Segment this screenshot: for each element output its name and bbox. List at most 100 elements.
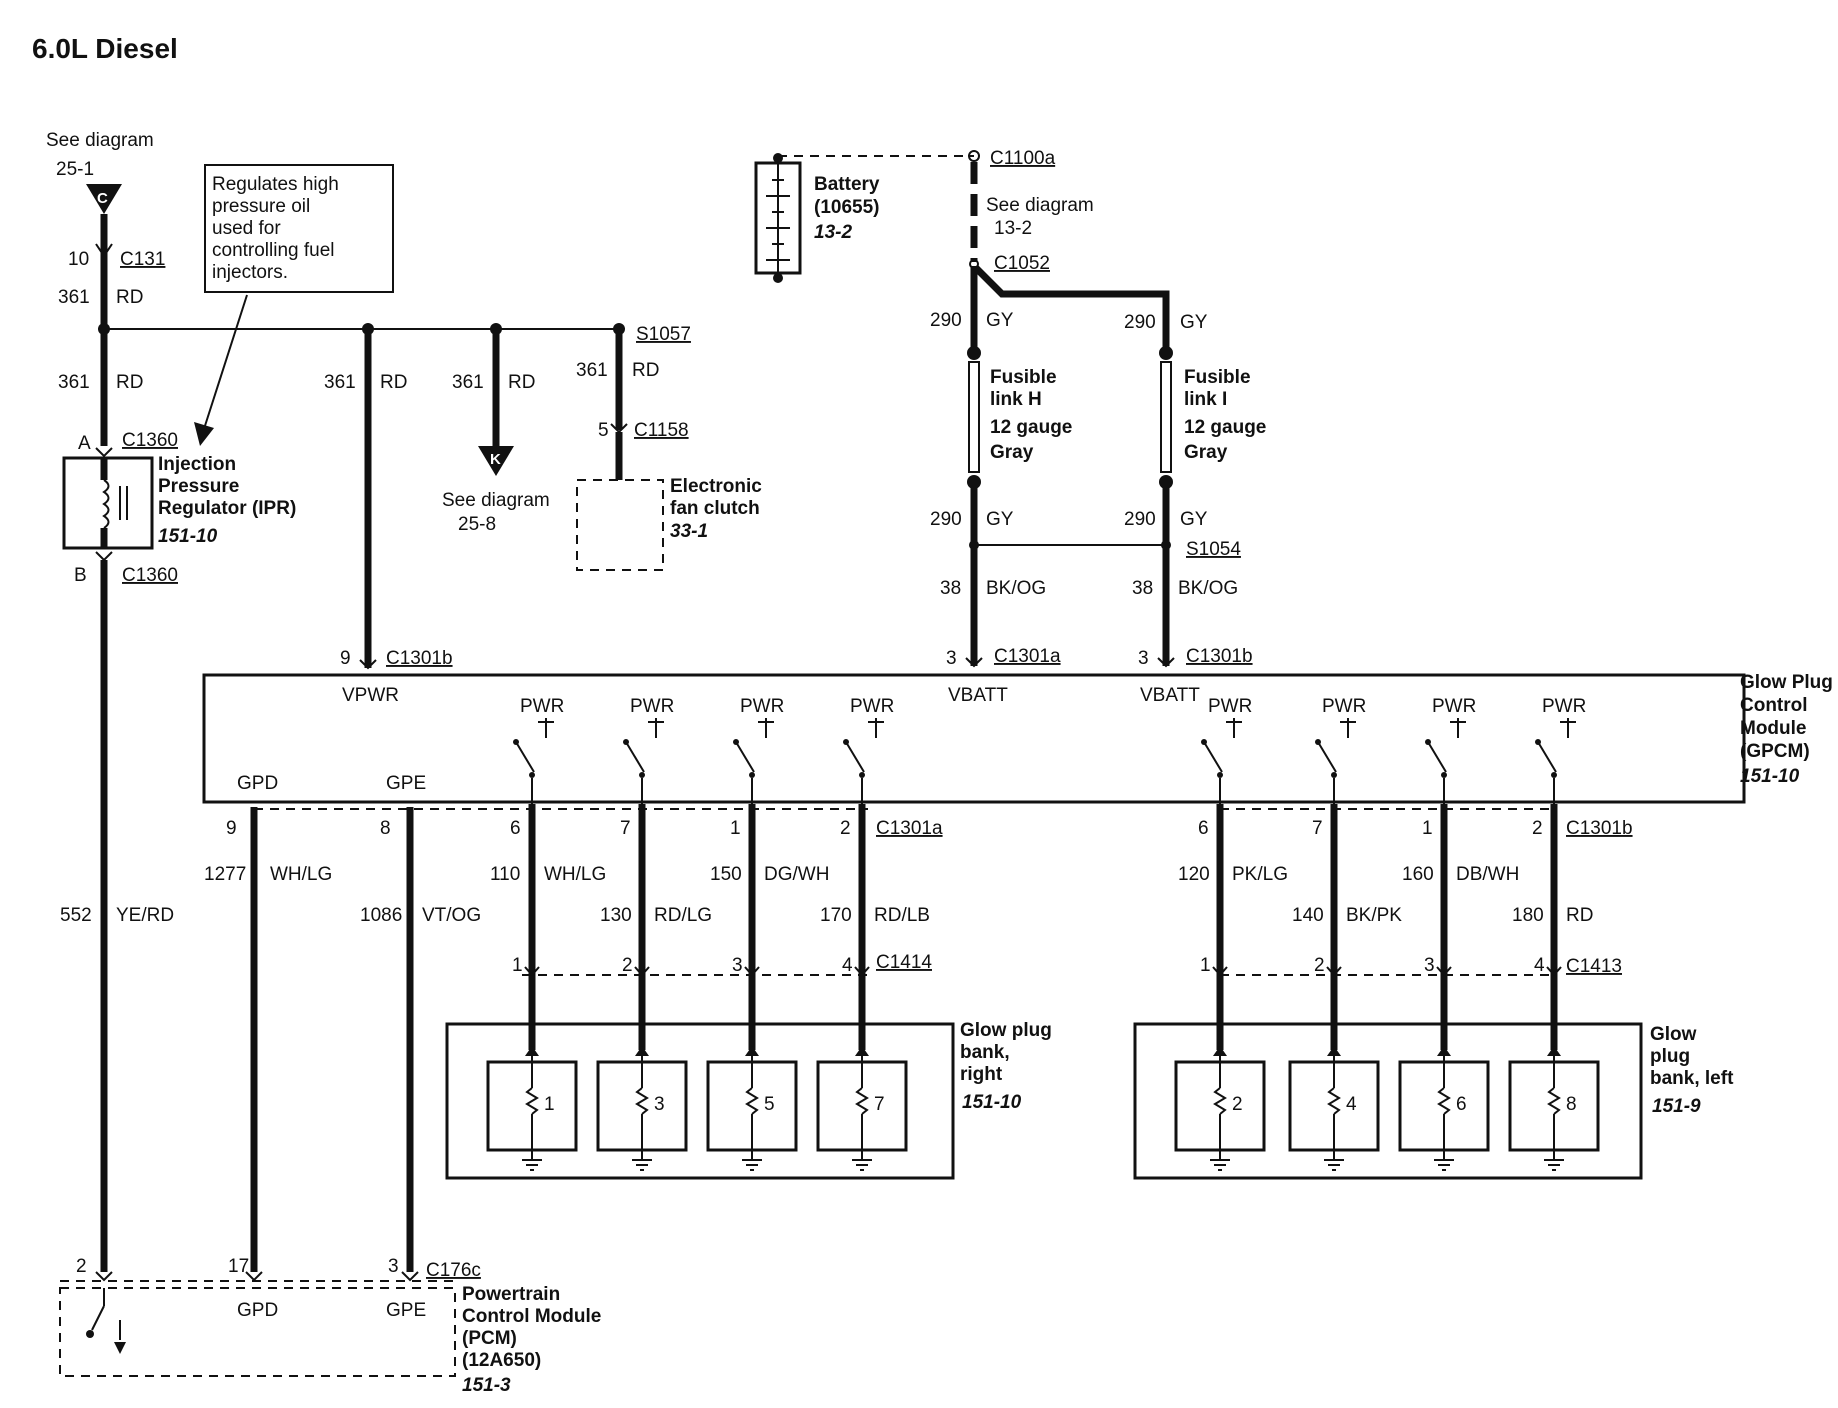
- pcm-module: GPD GPE Powertrain Control Module (PCM) …: [59, 1284, 601, 1396]
- wire-pin-top: 2: [840, 818, 851, 839]
- w290-color-3: GY: [986, 509, 1014, 530]
- pwr-label: PWR: [630, 696, 674, 717]
- bank-right-name-3: right: [960, 1064, 1003, 1085]
- pwr-label: PWR: [850, 696, 894, 717]
- pwr-label: PWR: [740, 696, 784, 717]
- ipr-note-line-3: used for: [212, 218, 281, 239]
- fan-name-1: Electronic: [670, 476, 762, 497]
- pcm-pin-3: 3: [388, 1256, 399, 1277]
- s1054-label: S1054: [1186, 539, 1241, 560]
- c131-label: C131: [120, 249, 165, 270]
- pwr-switch-icon: [735, 741, 755, 773]
- pcm-name-2: Control Module: [462, 1306, 601, 1327]
- wire-circuit: 150: [710, 864, 742, 885]
- wire-circuit: 170: [820, 905, 852, 926]
- c-ref-label: See diagram: [46, 130, 154, 151]
- w290-circuit-4: 290: [1124, 509, 1156, 530]
- gpcm-ref: 151-10: [1740, 766, 1800, 787]
- switch-contact: [1217, 772, 1223, 778]
- glow-plug-number: 6: [1456, 1094, 1467, 1115]
- pwr-label: PWR: [1432, 696, 1476, 717]
- glow-plug-bank-right-box: [445, 1022, 955, 1180]
- wire-pin-top: 7: [1312, 818, 1323, 839]
- c176c-label: C176c: [426, 1260, 481, 1281]
- glow-plug-number: 1: [544, 1094, 555, 1115]
- wire-color: DG/WH: [764, 864, 829, 885]
- pwr-label: PWR: [1208, 696, 1252, 717]
- battery-name-1: Battery: [814, 174, 880, 195]
- bat-see-number: 13-2: [994, 218, 1032, 239]
- gpcm-vpwr: VPWR: [342, 685, 399, 706]
- wire-pin-top: 2: [1532, 818, 1543, 839]
- pcm-pin-2: 2: [76, 1256, 87, 1277]
- wire-pin-bottom: 2: [622, 955, 633, 976]
- wire-pin-top: 7: [620, 818, 631, 839]
- pcm-ground-icon: [114, 1342, 126, 1354]
- battery: Battery (10655) 13-2: [754, 153, 974, 283]
- vbatt-pin-a: 3: [946, 648, 957, 669]
- wire-pin-top: 6: [510, 818, 521, 839]
- wire-pin-bottom: 3: [1424, 955, 1435, 976]
- fl-h-3: 12 gauge: [990, 417, 1072, 438]
- wire-circuit: 180: [1512, 905, 1544, 926]
- pwr-switch-icon: [845, 741, 865, 773]
- pcm-pin-17: 17: [228, 1256, 249, 1277]
- connector-mark: [524, 966, 540, 977]
- w290-color-1: GY: [986, 310, 1014, 331]
- w552-circuit: 552: [60, 905, 92, 926]
- wire-pin-top: 1: [1422, 818, 1433, 839]
- gpd-pin-top: 9: [226, 818, 237, 839]
- gpcm-gpd: GPD: [237, 773, 278, 794]
- glow-plug-element-icon: [1437, 1087, 1451, 1115]
- pcm-name-4: (12A650): [462, 1350, 541, 1371]
- switch-contact: [859, 772, 865, 778]
- wire-color: PK/LG: [1232, 864, 1288, 885]
- gpcm-name-2: Control: [1740, 695, 1808, 716]
- w361-circuit-3: 361: [324, 372, 356, 393]
- ipr-pin-b: B: [74, 565, 87, 586]
- pwr-switch-icon: [1537, 741, 1557, 773]
- switch-contact: [529, 772, 535, 778]
- c-ref-arrow-icon: [86, 184, 122, 214]
- pwr-switch-icon: [1203, 741, 1223, 773]
- c1100a-terminal: [968, 150, 980, 162]
- w361-color-1: RD: [116, 287, 143, 308]
- gpcm-name-1: Glow Plug: [1740, 672, 1833, 693]
- wire-circuit: 120: [1178, 864, 1210, 885]
- fan-clutch-box: [576, 479, 664, 571]
- glow-plug-element-icon: [855, 1087, 869, 1115]
- vbatt-conn-b: C1301b: [1186, 646, 1253, 667]
- pwr-switch-icon: [625, 741, 645, 773]
- fl-i-2: link I: [1184, 389, 1227, 410]
- wire-color: DB/WH: [1456, 864, 1519, 885]
- pcm-ref: 151-3: [462, 1375, 511, 1396]
- c-reference: See diagram 25-1 C: [46, 130, 154, 214]
- wire-color: RD/LG: [654, 905, 712, 926]
- w361-circuit-5: 361: [576, 360, 608, 381]
- pcm-name-1: Powertrain: [462, 1284, 560, 1305]
- connector-mark: [1546, 966, 1562, 977]
- ipr-name-1: Injection: [158, 454, 236, 475]
- w1086-circuit: 1086: [360, 905, 402, 926]
- pwr-switch-icon: [515, 741, 535, 773]
- w1277-color: WH/LG: [270, 864, 332, 885]
- fl-i-1: Fusible: [1184, 367, 1251, 388]
- gpcm-gpe: GPE: [386, 773, 426, 794]
- c1413-label: C1413: [1566, 956, 1622, 977]
- c1414-label: C1414: [876, 952, 932, 973]
- pwr-label: PWR: [520, 696, 564, 717]
- ipr-pin-a: A: [78, 433, 91, 454]
- w38-color-1: BK/OG: [986, 578, 1046, 599]
- ipr-ref: 151-10: [158, 526, 218, 547]
- ipr-name-3: Regulator (IPR): [158, 498, 296, 519]
- pwr-label: PWR: [1542, 696, 1586, 717]
- wire-color: WH/LG: [544, 864, 606, 885]
- gpe-pin-top: 8: [380, 818, 391, 839]
- w361-color-4: RD: [508, 372, 535, 393]
- switch-contact: [1441, 772, 1447, 778]
- w290-circuit-1: 290: [930, 310, 962, 331]
- c-ref-number: 25-1: [56, 159, 94, 180]
- glow-plug-element-icon: [635, 1087, 649, 1115]
- ipr-note-line-2: pressure oil: [212, 196, 310, 217]
